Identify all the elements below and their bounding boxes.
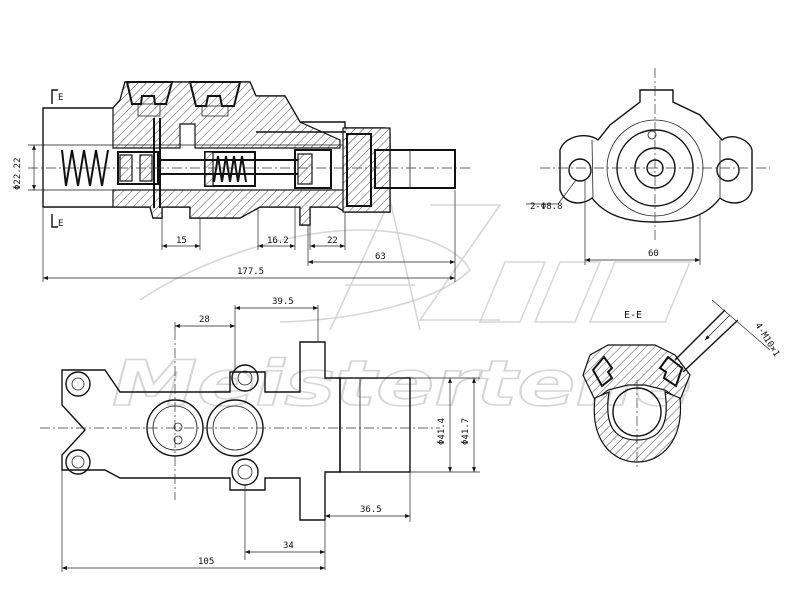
dim-28: 28 bbox=[199, 315, 210, 325]
dim-41-7: Φ41.7 bbox=[461, 418, 471, 445]
plan-port-4 bbox=[231, 458, 259, 486]
dim-bore-diameter: Φ22.22 bbox=[13, 157, 23, 190]
plan-port-3 bbox=[231, 364, 259, 392]
dim-16-2: 16.2 bbox=[267, 236, 289, 246]
mount-hole-left bbox=[568, 158, 592, 182]
watermark-logo bbox=[139, 199, 692, 331]
plan-spigot bbox=[339, 377, 411, 473]
dim-39-5: 39.5 bbox=[272, 297, 294, 307]
dim-34: 34 bbox=[283, 541, 294, 551]
section-ee-ring bbox=[593, 391, 682, 463]
flange-outline bbox=[559, 89, 753, 223]
return-spring bbox=[61, 149, 109, 187]
hole-callout: 2-Φ8.8 bbox=[530, 202, 563, 212]
dim-15: 15 bbox=[176, 236, 187, 246]
reservoir-seal-right bbox=[188, 81, 242, 107]
lower-wall bbox=[112, 189, 346, 226]
plan-body-outline bbox=[61, 341, 341, 521]
dim-41-4: Φ41.4 bbox=[437, 418, 447, 445]
end-view: 60 2-Φ8.8 bbox=[526, 68, 770, 265]
dim-105: 105 bbox=[198, 557, 214, 567]
thread-insert-right bbox=[658, 355, 684, 388]
section-mark-bottom: E bbox=[58, 219, 63, 229]
dim-22: 22 bbox=[327, 236, 338, 246]
section-ee-title: E-E bbox=[624, 310, 642, 321]
dim-63: 63 bbox=[375, 252, 386, 262]
dim-36-5: 36.5 bbox=[360, 505, 382, 515]
dim-flange-width: 60 bbox=[648, 249, 659, 259]
section-view: E E Φ22.22 15 16.2 22 63 177.5 bbox=[13, 81, 470, 282]
thread-callout: 4-M10×1 bbox=[752, 321, 781, 358]
section-ee-view: E-E 4-M10×1 bbox=[582, 299, 781, 470]
dim-overall-length: 177.5 bbox=[237, 267, 264, 277]
plan-port-2 bbox=[65, 449, 91, 475]
thread-insert-left bbox=[591, 355, 614, 388]
section-mark-top: E bbox=[58, 93, 63, 103]
reservoir-seal-left bbox=[125, 81, 174, 105]
mount-hole-right bbox=[716, 158, 740, 182]
plan-port-1 bbox=[65, 371, 91, 397]
end-plug bbox=[342, 127, 391, 213]
reservoir-boss bbox=[112, 81, 341, 149]
plan-view: 39.5 28 Φ41.4 Φ41.7 36.5 34 105 bbox=[40, 297, 480, 572]
output-spigot bbox=[374, 149, 456, 189]
